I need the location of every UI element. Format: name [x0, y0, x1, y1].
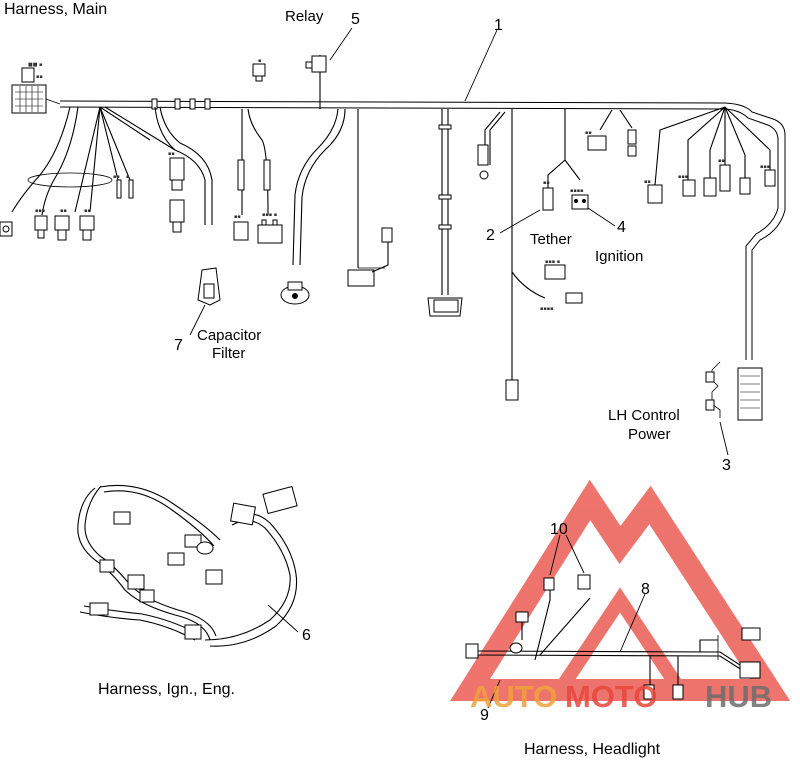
label-capacitor: Capacitor [197, 327, 261, 344]
label-harness-ign-eng: Harness, Ign., Eng. [98, 681, 235, 698]
svg-text:▪▪: ▪▪ [36, 74, 43, 80]
callout-5: 5 [351, 11, 360, 28]
watermark-hub: HUB [705, 679, 772, 714]
label-tether: Tether [530, 231, 572, 248]
callout-4: 4 [617, 219, 626, 236]
watermark-auto: AUTO [470, 679, 557, 714]
watermark-text: AUTO MOTO HUB [470, 679, 772, 714]
svg-text:▪▪▪: ▪▪▪ [760, 164, 770, 170]
label-ignition: Ignition [595, 248, 643, 265]
svg-text:▪▪: ▪▪ [234, 214, 241, 220]
callout-8: 8 [641, 581, 650, 598]
svg-text:▪▪▪▪: ▪▪▪▪ [540, 306, 554, 312]
svg-text:▪▪: ▪▪ [113, 174, 120, 180]
callout-9: 9 [480, 707, 489, 724]
svg-text:▪▪: ▪▪ [168, 151, 175, 157]
callout-7: 7 [174, 337, 183, 354]
callout-leaders-headlight [487, 534, 646, 709]
svg-text:▪▪▪: ▪▪▪ [678, 174, 688, 180]
svg-text:▪▪▪▪: ▪▪▪▪ [570, 188, 584, 194]
watermark-logo [450, 479, 791, 701]
watermark-moto: MOTO [565, 679, 657, 714]
callout-3: 3 [722, 457, 731, 474]
callout-1: 1 [494, 17, 503, 34]
label-lh-control: LH Control [608, 407, 680, 424]
svg-text:▪▪: ▪▪ [84, 208, 91, 214]
svg-text:■■ ▪: ■■ ▪ [28, 62, 42, 68]
svg-text:▪▪▪ ▪: ▪▪▪ ▪ [262, 212, 277, 218]
label-filter: Filter [212, 345, 245, 362]
svg-text:▪▪▪ ▪: ▪▪▪ ▪ [545, 259, 560, 265]
label-relay: Relay [285, 8, 324, 25]
svg-text:▪▪▪: ▪▪▪ [35, 208, 45, 214]
callout-6: 6 [302, 627, 311, 644]
svg-text:▪▪: ▪▪ [543, 180, 550, 186]
callout-10: 10 [550, 521, 568, 538]
svg-text:▪▪: ▪▪ [60, 208, 67, 214]
callout-2: 2 [486, 227, 495, 244]
label-power: Power [628, 426, 671, 443]
svg-text:▪: ▪ [258, 58, 261, 64]
label-harness-main: Harness, Main [4, 1, 107, 18]
svg-text:▪▪: ▪▪ [585, 130, 592, 136]
ignition-engine-harness [77, 484, 298, 647]
label-harness-headlight: Harness, Headlight [524, 741, 661, 758]
headlight-harness [465, 574, 761, 700]
callout-leaders-main [329, 27, 729, 456]
main-harness: ■■ ▪ ▪▪ ▪▪▪ ▪▪ ▪▪ ▪▪ ▪ [0, 55, 786, 421]
svg-text:▪▪: ▪▪ [644, 179, 651, 185]
svg-text:▪: ▪ [126, 174, 129, 180]
svg-text:▪▪: ▪▪ [718, 158, 725, 164]
